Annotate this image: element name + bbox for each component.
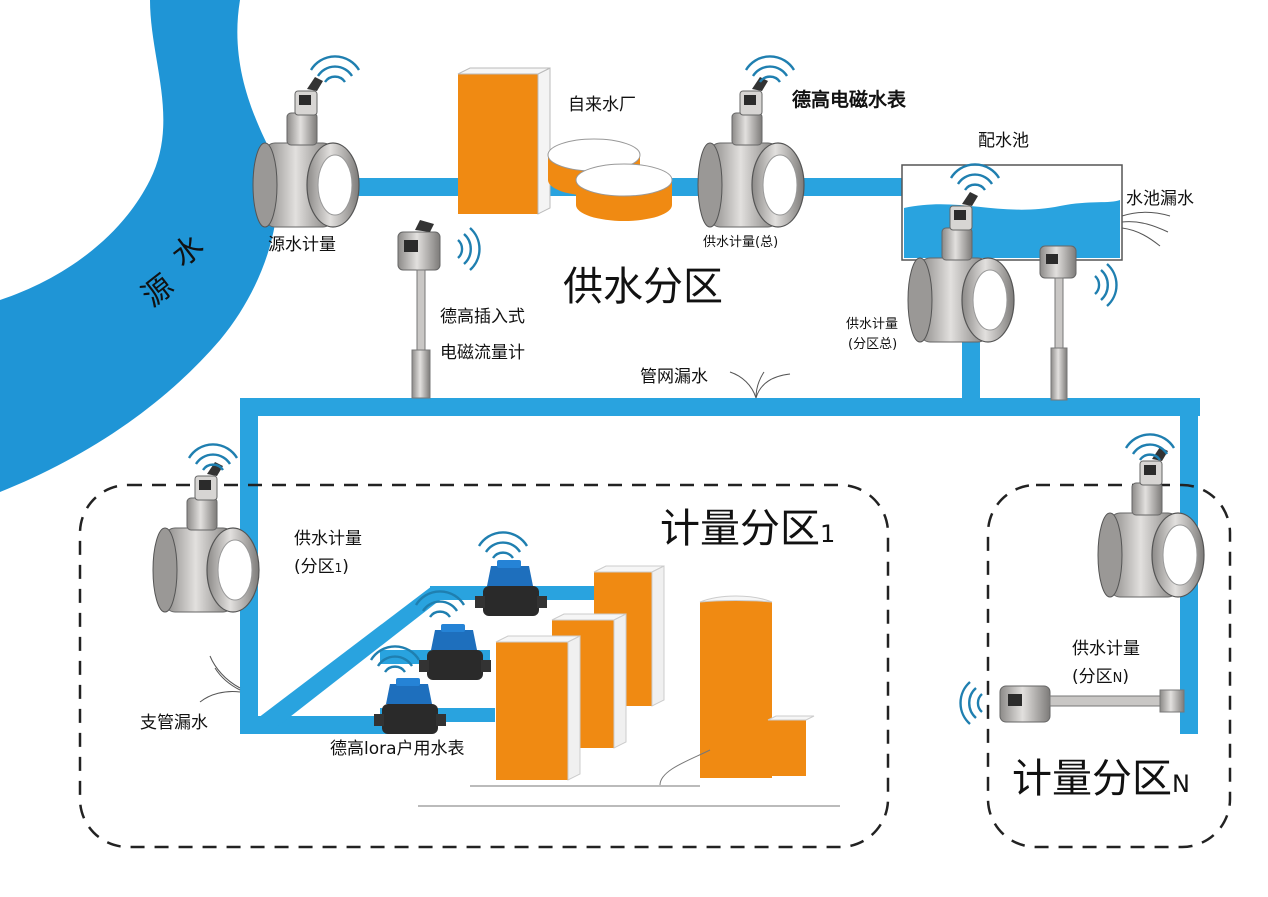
zone-n-meter-label-line1: 供水计量: [1072, 639, 1140, 659]
insertion-meter-label-line1: 德高插入式: [440, 307, 525, 327]
zone-1-meter-label-line1: 供水计量: [294, 529, 362, 549]
water-plant-label: 自来水厂: [568, 95, 636, 115]
source-meter-label: 源水计量: [268, 235, 336, 255]
pipe-leak-label: 管网漏水: [640, 367, 708, 387]
signal-icon: [309, 55, 361, 84]
total-em-meter: [697, 76, 805, 228]
signal-icon: [1094, 263, 1118, 307]
insertion-flowmeter-icon: [1039, 245, 1077, 401]
pool-leak-label: 水池漏水: [1126, 189, 1194, 209]
signal-icon: [959, 681, 983, 725]
signal-icon: [457, 227, 481, 271]
em-meter-label: 德高电磁水表: [792, 88, 907, 111]
partition-total-label-line1: 供水计量: [846, 317, 898, 332]
ground-line: [418, 749, 840, 807]
pool-leak-icon: [1121, 211, 1171, 247]
lora-water-meter-icon: [374, 678, 446, 734]
insertion-flowmeter-icon: [999, 685, 1185, 723]
signal-icon: [1124, 433, 1176, 462]
zone-1-meter-label-line2: (分区1): [294, 557, 349, 577]
zone-1-title: 计量分区1: [660, 506, 835, 552]
zone-n-title: 计量分区N: [1012, 756, 1190, 802]
lora-water-meter-icon: [475, 560, 547, 616]
metering-zone-n-border: [986, 483, 1232, 849]
source-em-meter: [252, 76, 360, 228]
branch-leak-label: 支管漏水: [140, 713, 208, 733]
branch-leak-icon: [199, 655, 241, 703]
signal-icon: [744, 55, 796, 84]
supply-total-label: 供水计量(总): [703, 235, 778, 250]
signal-icon: [477, 531, 529, 560]
building-icon: [495, 635, 581, 781]
insertion-meter-label-line2: 电磁流量计: [440, 343, 525, 363]
pool-label: 配水池: [978, 131, 1029, 151]
building-icon: [699, 595, 773, 778]
lora-meter-label: 德高lora户用水表: [330, 739, 465, 759]
distribution-pool: [901, 164, 1123, 261]
partition-total-label-line2: (分区总): [848, 337, 897, 352]
water-plant-building: [457, 67, 673, 221]
water-source-river: [0, 0, 278, 492]
supply-zone-title: 供水分区: [563, 264, 723, 310]
pipe-leak-icon: [729, 371, 791, 399]
insertion-flowmeter-icon: [397, 220, 441, 399]
building-icon: [767, 715, 815, 776]
lora-water-meter-icon: [419, 624, 491, 680]
metering-zone-1-border: [78, 483, 890, 849]
zone-n-meter-label-line2: (分区N): [1072, 667, 1129, 687]
